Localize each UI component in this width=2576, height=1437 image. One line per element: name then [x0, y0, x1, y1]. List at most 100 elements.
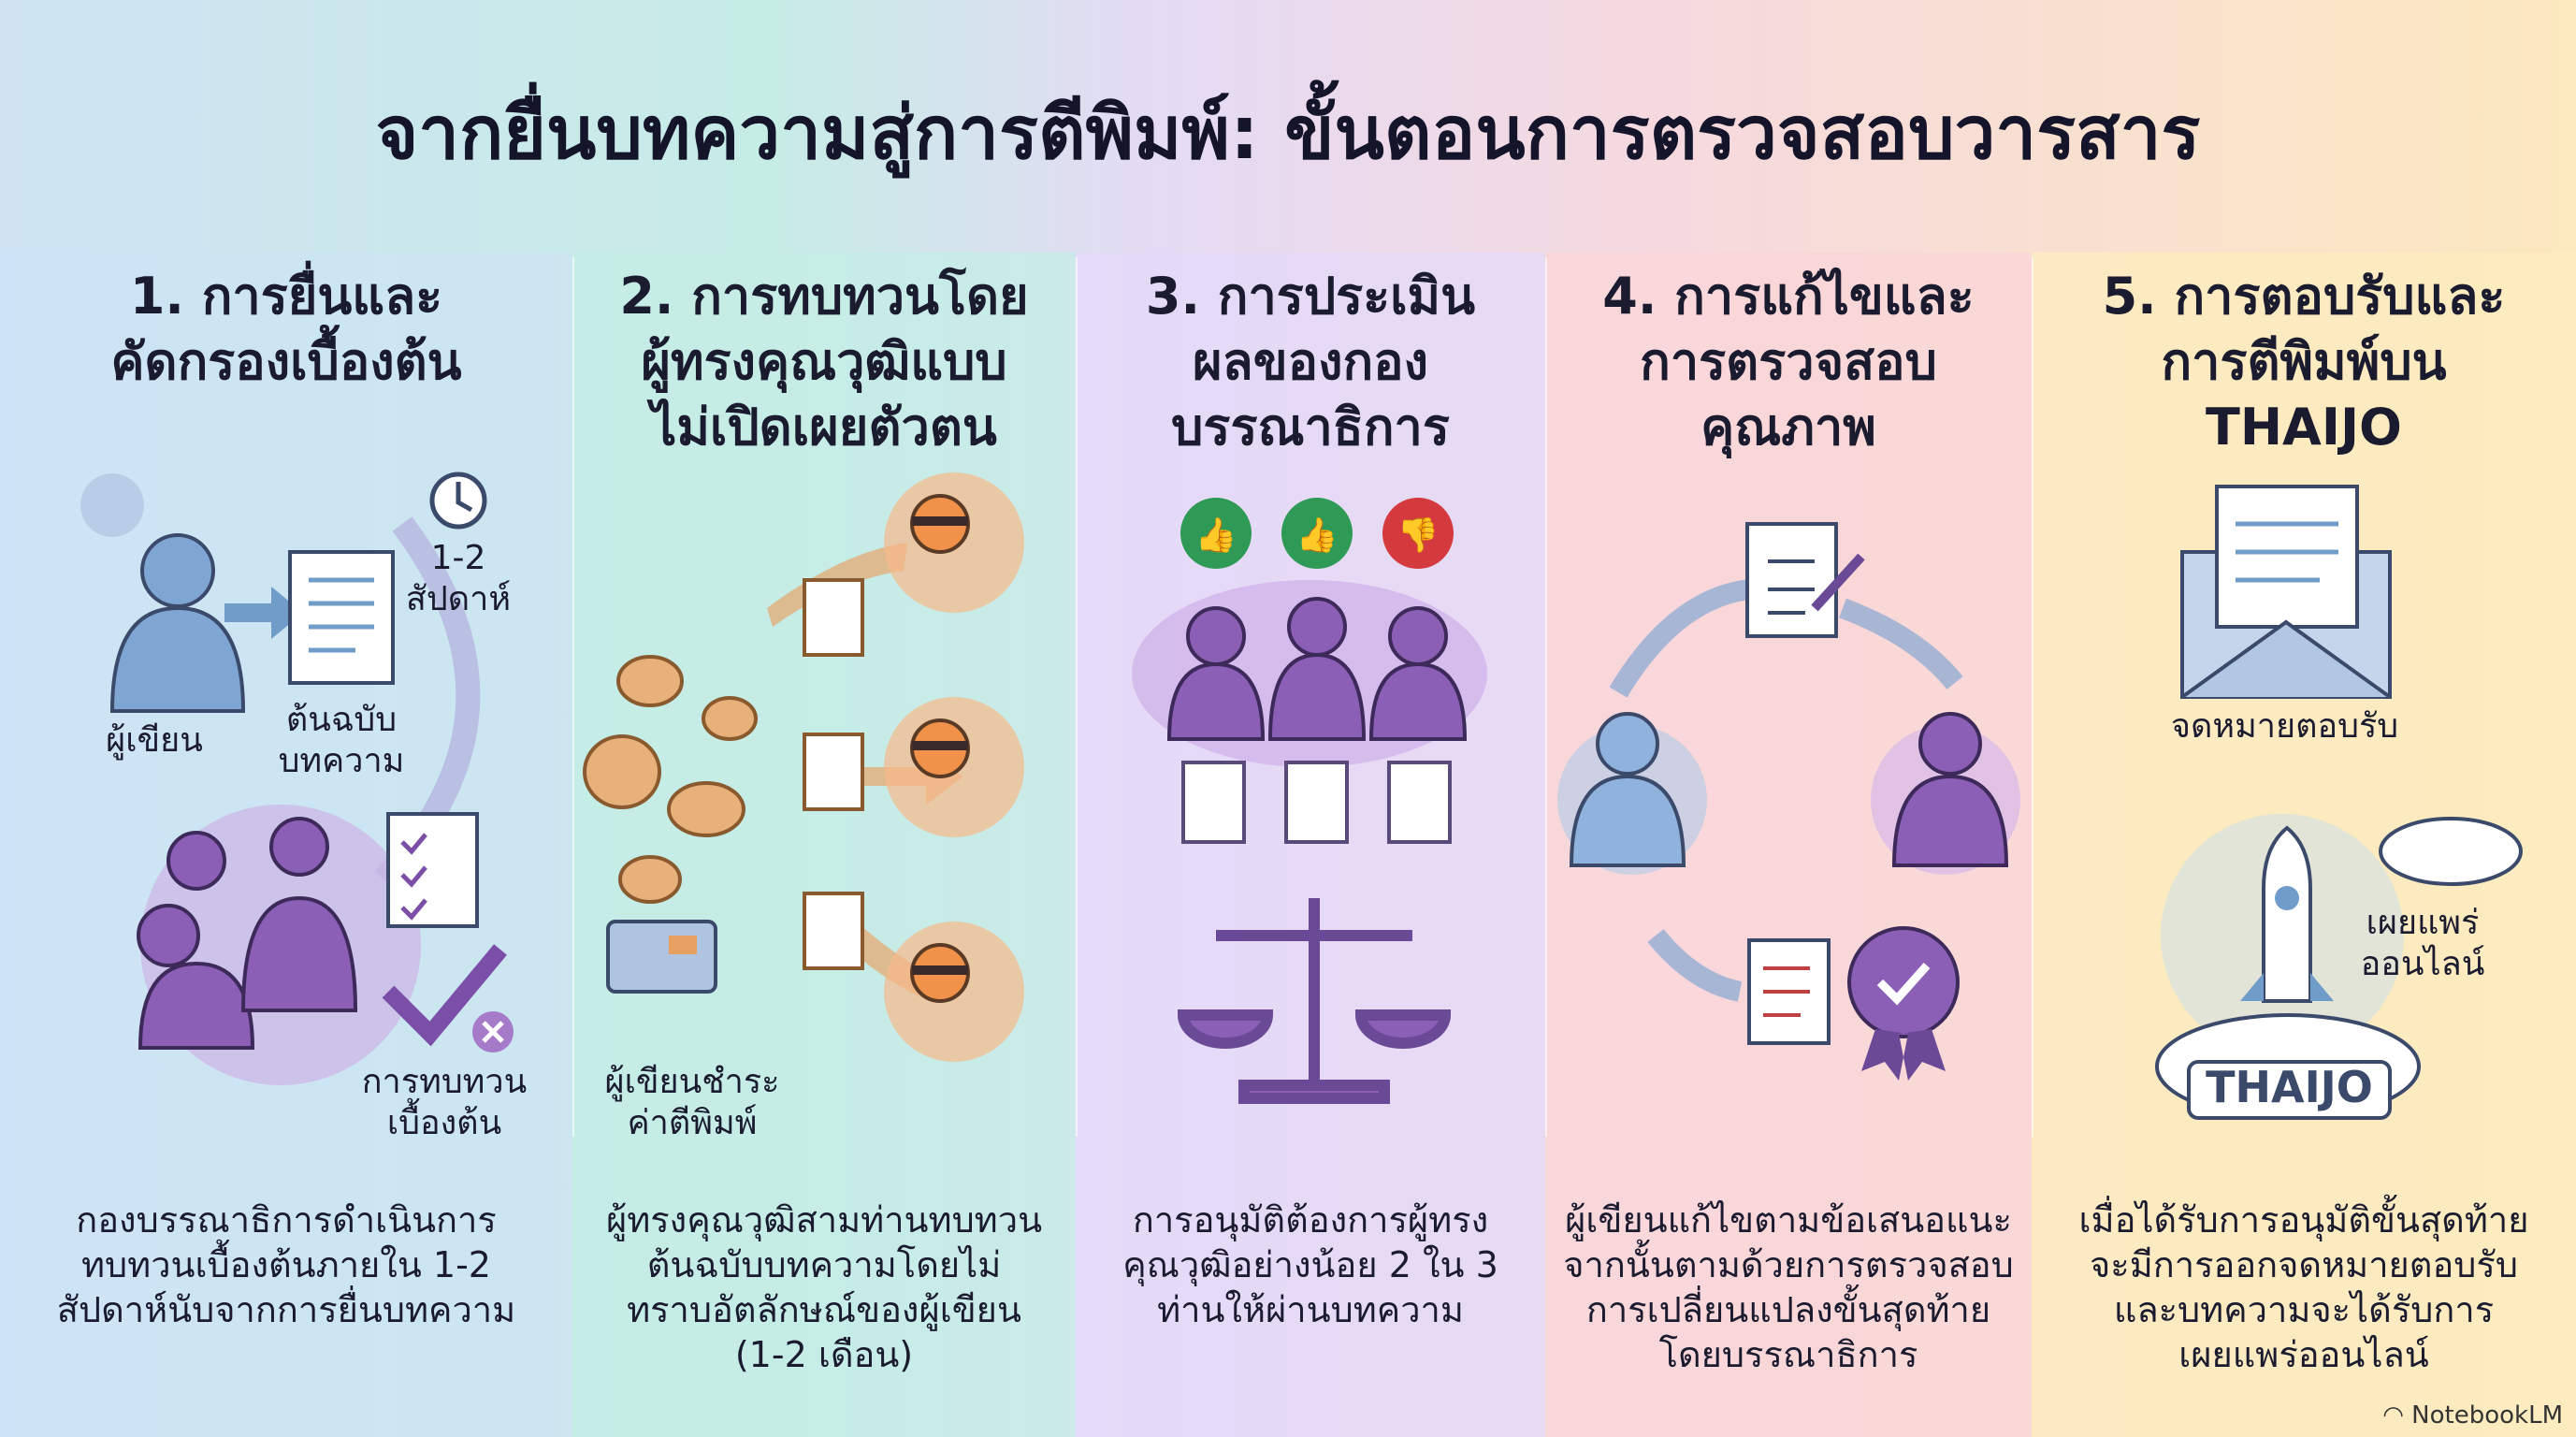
- desc-line: เมื่อได้รับการอนุมัติขั้นสุดท้าย: [2078, 1199, 2529, 1241]
- divider: [572, 257, 574, 1137]
- coins-icon: [583, 655, 758, 904]
- heading-line: คัดกรองเบื้องต้น: [110, 332, 462, 391]
- envelope-icon: [2180, 485, 2392, 699]
- editor-icon: [1891, 712, 2009, 867]
- desc-line: เผยแพร่ออนไลน์: [2178, 1334, 2429, 1375]
- heading-line: บรรณาธิการ: [1171, 398, 1450, 457]
- heading-line: 2. การทบทวนโดย: [619, 267, 1029, 326]
- heading-line: 5. การตอบรับและ: [2102, 267, 2506, 326]
- heading-line: การตรวจสอบ: [1640, 332, 1937, 391]
- column-step-3: [1076, 253, 1545, 1437]
- label-line: เบื้องต้น: [386, 1104, 502, 1142]
- column-step-2: [572, 253, 1076, 1437]
- step-3-heading: 3. การประเมินผลของกองบรรณาธิการ: [1076, 264, 1545, 460]
- desc-line: กองบรรณาธิการดำเนินการ: [76, 1199, 497, 1241]
- svg-text:👍: 👍: [1195, 515, 1237, 555]
- heading-line: ผลของกอง: [1193, 332, 1428, 391]
- page-title: จากยื่นบทความสู่การตีพิมพ์: ขั้นตอนการตร…: [375, 92, 2201, 176]
- thaijo-logo: [2155, 1013, 2421, 1120]
- step-4-heading: 4. การแก้ไขและการตรวจสอบคุณภาพ: [1545, 264, 2032, 460]
- step-4-description: ผู้เขียนแก้ไขตามข้อเสนอแนะจากนั้นตามด้วย…: [1545, 1198, 2032, 1377]
- desc-line: ท่านให้ผ่านบทความ: [1157, 1289, 1464, 1330]
- author-icon: [1569, 712, 1686, 867]
- credit-card-icon: [606, 920, 717, 994]
- label-line: 1-2: [430, 539, 486, 577]
- desc-line: จะมีการออกจดหมายตอบรับ: [2090, 1244, 2518, 1285]
- divider: [1076, 257, 1078, 1137]
- label-line: ออนไลน์: [2360, 945, 2485, 983]
- label-line: ค่าตีพิมพ์: [627, 1104, 758, 1142]
- heading-line: คุณภาพ: [1700, 398, 1876, 457]
- author-icon: [80, 473, 246, 713]
- step-3-description: การอนุมัติต้องการผู้ทรงคุณวุฒิอย่างน้อย …: [1076, 1198, 1545, 1332]
- label-line: ต้นฉบับ: [285, 701, 398, 739]
- check-icon: [382, 944, 507, 1047]
- step-2-description: ผู้ทรงคุณวุฒิสามท่านทบทวนต้นฉบับบทความโด…: [572, 1198, 1076, 1377]
- desc-line: ทบทวนเบื้องต้นภายใน 1-2: [80, 1244, 491, 1285]
- desc-line: คุณวุฒิอย่างน้อย 2 ใน 3: [1122, 1244, 1498, 1285]
- desc-line: ผู้เขียนแก้ไขตามข้อเสนอแนะ: [1565, 1199, 2012, 1241]
- desc-line: จากนั้นตามด้วยการตรวจสอบ: [1563, 1244, 2014, 1285]
- thumbs-votes-icon: 👍 👍 👎: [1180, 498, 1454, 569]
- divider: [1545, 257, 1547, 1137]
- checklist-icon: [386, 812, 479, 928]
- label-line: เผยแพร่: [2366, 904, 2480, 942]
- watermark-text: NotebookLM: [2411, 1401, 2563, 1430]
- heading-line: THAIJO: [2206, 398, 2402, 457]
- online-label: เผยแพร่ออนไลน์: [2348, 903, 2497, 985]
- manuscript-label: ต้นฉบับบทความ: [267, 700, 416, 782]
- desc-line: สัปดาห์นับจากการยื่นบทความ: [56, 1289, 516, 1330]
- arrow-icon: [224, 587, 303, 639]
- author-label: ผู้เขียน: [106, 721, 203, 760]
- reject-icon: [472, 1011, 514, 1052]
- rocket-icon: [2240, 825, 2334, 1003]
- checked-document-icon: [1747, 938, 1831, 1045]
- heading-line: 4. การแก้ไขและ: [1602, 267, 1975, 326]
- editorial-team-icon: [137, 817, 358, 1050]
- step-5-description: เมื่อได้รับการอนุมัติขั้นสุดท้ายจะมีการอ…: [2032, 1198, 2576, 1377]
- label-line: สัปดาห์: [405, 580, 512, 618]
- step-2-heading: 2. การทบทวนโดยผู้ทรงคุณวุฒิแบบไม่เปิดเผย…: [572, 264, 1076, 460]
- scales-icon: [1177, 898, 1452, 1104]
- desc-line: ต้นฉบับบทความโดยไม่: [646, 1244, 1002, 1285]
- document-icon: [803, 578, 864, 970]
- cycle-arrows: [1609, 579, 1963, 1002]
- blindfolded-reviewers-icon: [884, 472, 1024, 1062]
- label-line: ผู้เขียนชำระ: [604, 1063, 780, 1101]
- manuscript-icon: [288, 550, 395, 685]
- step-1-description: กองบรรณาธิการดำเนินการทบทวนเบื้องต้นภายใ…: [0, 1198, 572, 1332]
- heading-line: ไม่เปิดเผยตัวตน: [651, 398, 997, 457]
- heading-line: 1. การยื่นและ: [129, 267, 443, 326]
- heading-line: 3. การประเมิน: [1145, 267, 1476, 326]
- divider: [2032, 257, 2033, 1137]
- quality-badge-icon: [1847, 926, 1960, 1081]
- label-line: การทบทวน: [361, 1063, 528, 1101]
- editors-icon: [1166, 597, 1468, 741]
- desc-line: การอนุมัติต้องการผู้ทรง: [1132, 1199, 1489, 1241]
- process-illustrations: 👍 👍 👎: [80, 472, 2523, 1120]
- pen-icon: [1811, 553, 1865, 612]
- screening-label: การทบทวนเบื้องต้น: [351, 1062, 538, 1144]
- acceptance-letter-label: จดหมายตอบรับ: [2170, 707, 2399, 746]
- document-icon: [1181, 761, 1452, 844]
- thaijo-logo-text: THAIJO: [2206, 1062, 2373, 1112]
- notebooklm-icon: ◠: [2382, 1401, 2412, 1430]
- desc-line: ทราบอัตลักษณ์ของผู้เขียน: [627, 1289, 1021, 1330]
- svg-text:👍: 👍: [1296, 515, 1339, 555]
- heading-line: ผู้ทรงคุณวุฒิแบบ: [641, 332, 1007, 391]
- heading-line: การตีพิมพ์บน: [2161, 332, 2447, 391]
- desc-line: การเปลี่ยนแปลงขั้นสุดท้าย: [1585, 1289, 1991, 1330]
- svg-text:👎: 👎: [1397, 516, 1440, 555]
- desc-line: ผู้ทรงคุณวุฒิสามท่านทบทวน: [605, 1199, 1043, 1241]
- step-1-heading: 1. การยื่นและคัดกรองเบื้องต้น: [0, 264, 572, 395]
- label-line: บทความ: [278, 742, 405, 780]
- desc-line: (1-2 เดือน): [734, 1334, 914, 1375]
- step-5-heading: 5. การตอบรับและการตีพิมพ์บน THAIJO: [2032, 264, 2576, 460]
- desc-line: และบทความจะได้รับการ: [2113, 1289, 2495, 1330]
- revised-document-icon: [1745, 522, 1865, 638]
- desc-line: โดยบรรณาธิการ: [1658, 1334, 1918, 1375]
- payment-label: ผู้เขียนชำระค่าตีพิมพ์: [589, 1062, 795, 1144]
- notebooklm-watermark: ◠ NotebookLM: [2382, 1401, 2563, 1430]
- cloud-icon: [2379, 817, 2523, 886]
